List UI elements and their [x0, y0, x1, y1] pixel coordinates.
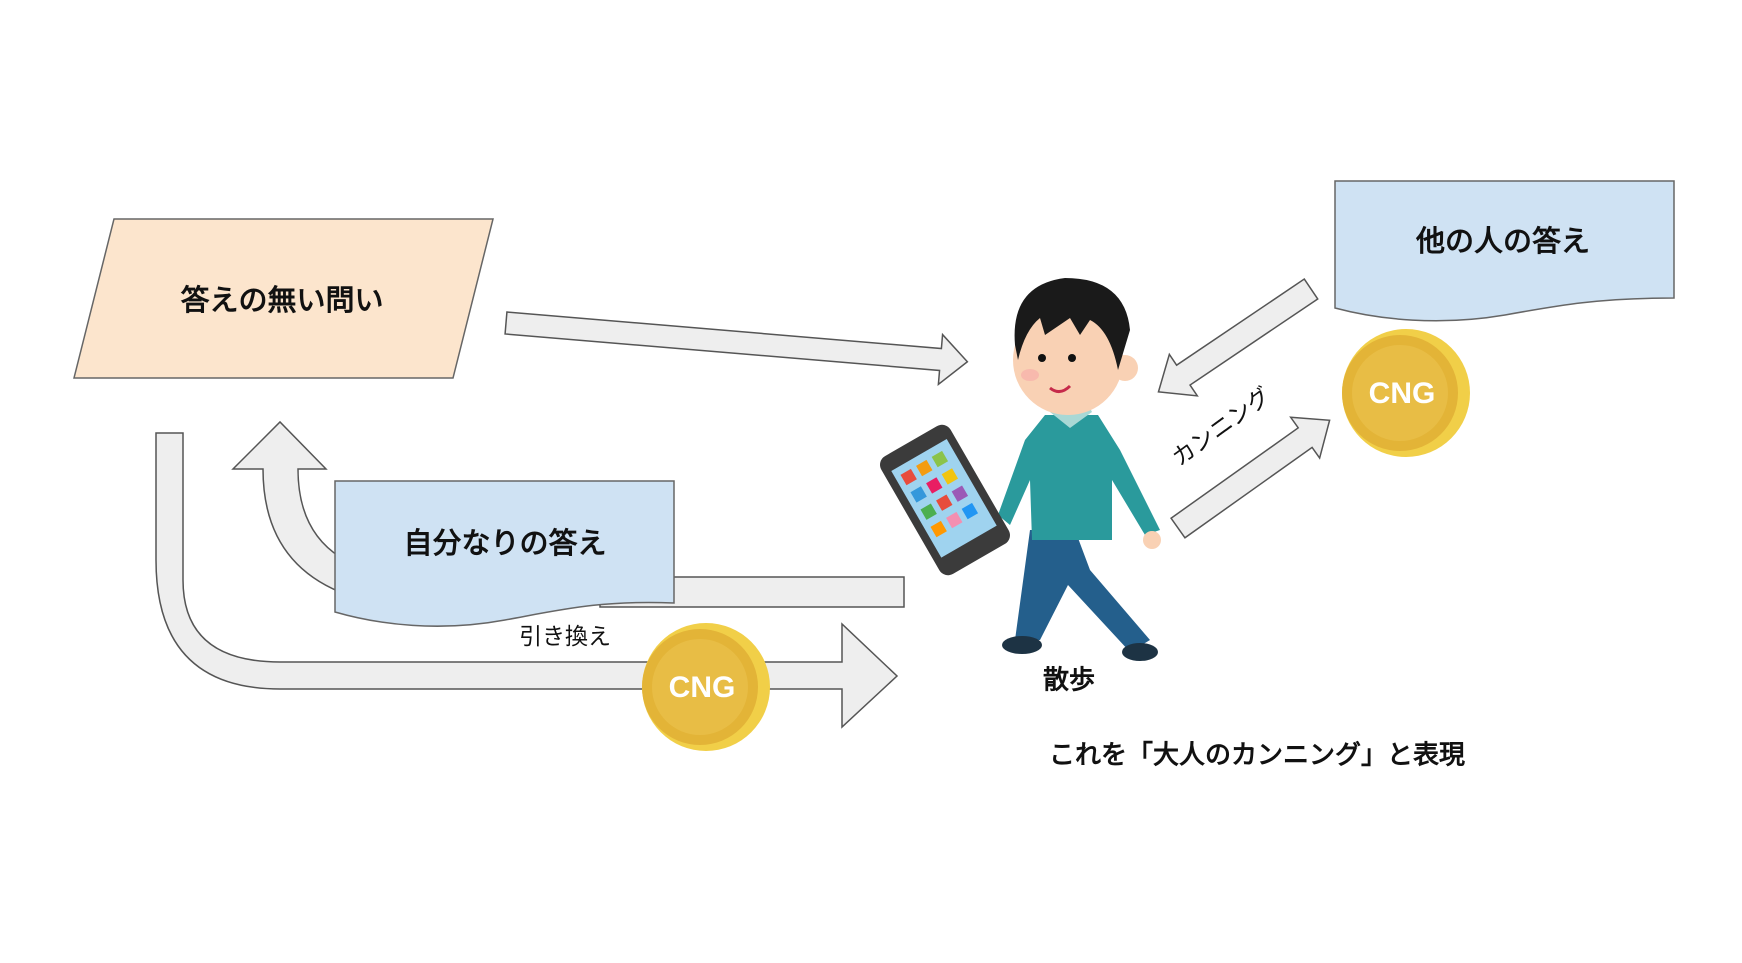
others-answer-document: [1334, 180, 1675, 322]
arrow-exchange: [155, 432, 899, 729]
coin-icon: [642, 623, 770, 751]
arrow-question-to-person: [504, 311, 969, 387]
coin-left-label: CNG: [668, 671, 736, 704]
coin-icon: [1342, 329, 1470, 457]
question-parallelogram: [73, 218, 494, 379]
own-answer-label: 自分なりの答え: [403, 526, 607, 560]
question-label: 答えの無い問い: [180, 283, 384, 317]
caption: これを「大人のカンニング」と表現: [1048, 740, 1466, 771]
others-answer-label: 他の人の答え: [1415, 224, 1591, 258]
exchange-label: 引き換え: [519, 624, 611, 650]
arrow-others-to-person: [1157, 278, 1319, 397]
coin-right-label: CNG: [1368, 377, 1436, 410]
arrow-person-to-coin: [1170, 416, 1331, 539]
own-answer-document: [334, 480, 675, 627]
walk-label: 散歩: [1042, 665, 1096, 696]
walking-person-illustration: [880, 278, 1161, 661]
arrow-own-answer-to-question: [231, 420, 341, 594]
